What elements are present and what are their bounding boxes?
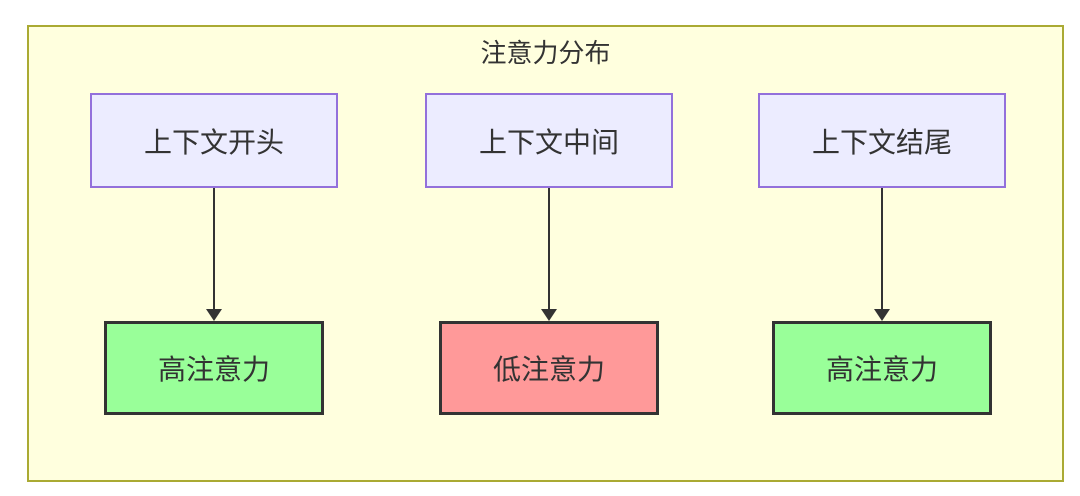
arrow-context-start [206, 188, 222, 321]
node-high-attention-1: 高注意力 [104, 321, 324, 415]
arrow-context-middle [541, 188, 557, 321]
node-low-attention: 低注意力 [439, 321, 659, 415]
column-context-start: 上下文开头 高注意力 [90, 93, 338, 415]
node-context-end: 上下文结尾 [758, 93, 1006, 188]
diagram-title: 注意力分布 [480, 38, 611, 68]
attention-distribution-frame: 注意力分布 上下文开头 高注意力 上下文中间 低注意力 上下文结尾 高注意力 [27, 25, 1064, 482]
arrow-line [548, 188, 550, 309]
arrowhead-icon [206, 309, 222, 321]
column-context-middle: 上下文中间 低注意力 [425, 93, 673, 415]
arrowhead-icon [874, 309, 890, 321]
arrowhead-icon [541, 309, 557, 321]
arrow-line [213, 188, 215, 309]
arrow-line [881, 188, 883, 309]
column-context-end: 上下文结尾 高注意力 [758, 93, 1006, 415]
arrow-context-end [874, 188, 890, 321]
node-context-start: 上下文开头 [90, 93, 338, 188]
node-context-middle: 上下文中间 [425, 93, 673, 188]
node-high-attention-2: 高注意力 [772, 321, 992, 415]
